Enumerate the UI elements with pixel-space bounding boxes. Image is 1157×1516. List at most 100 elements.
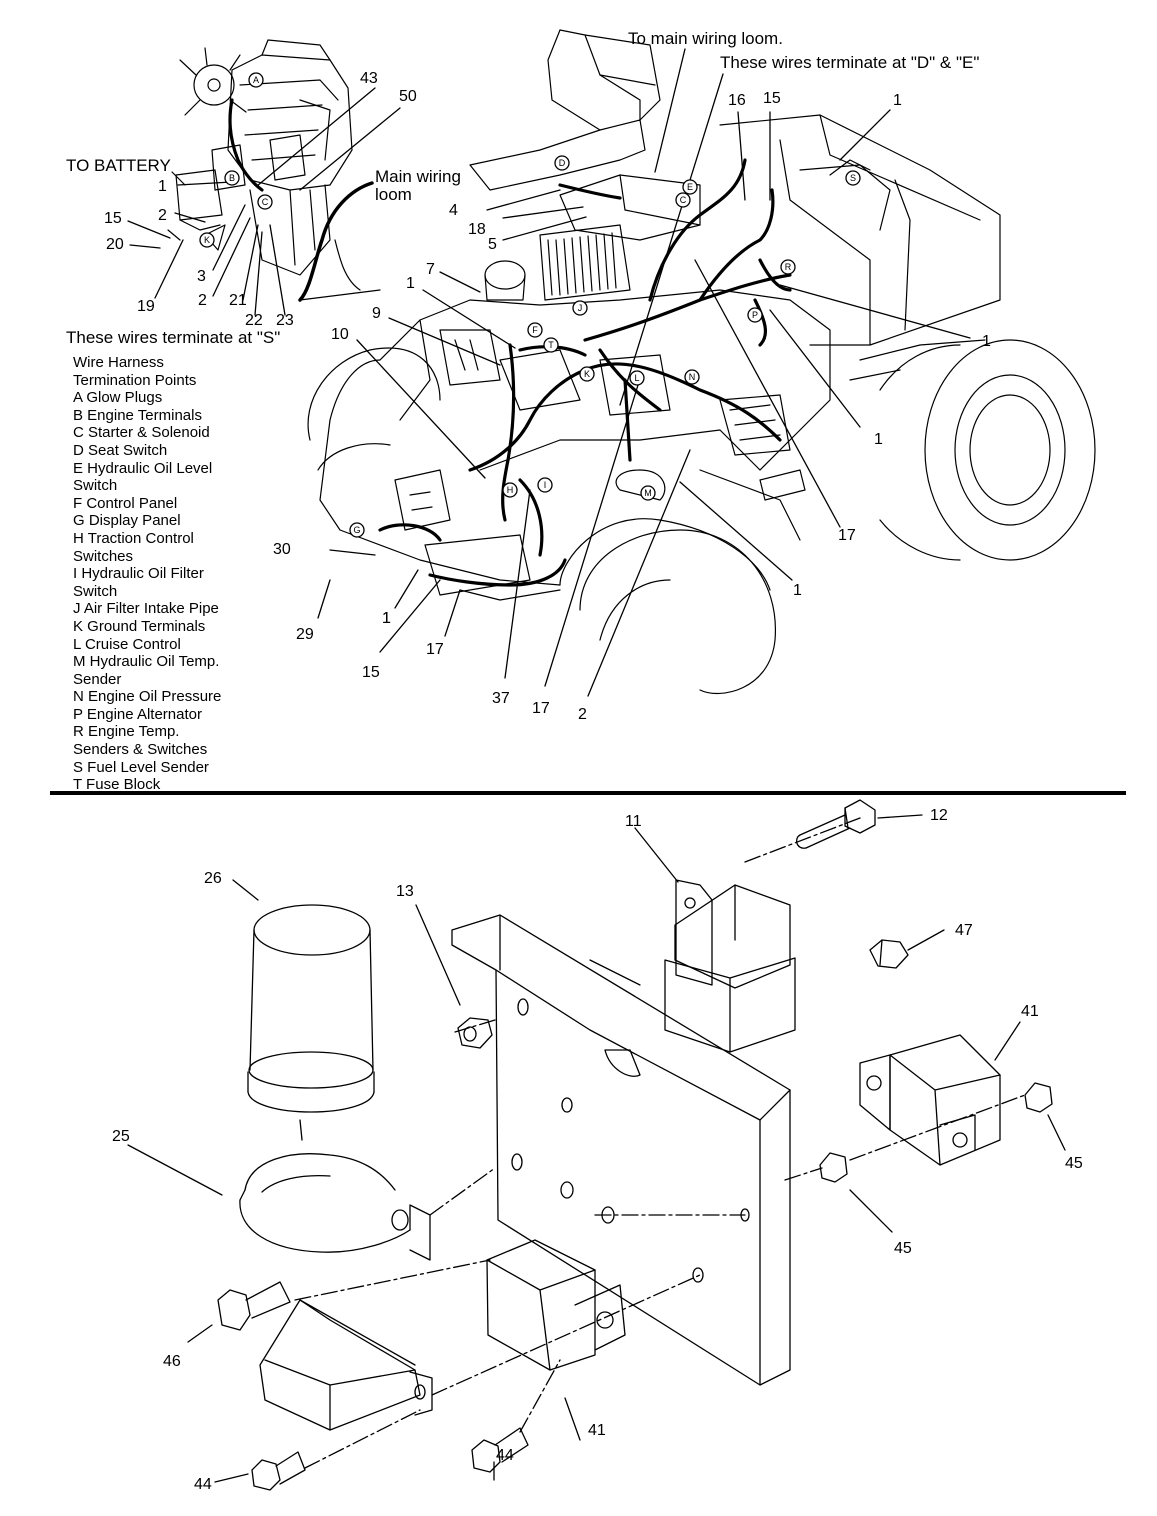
part-number: 11 xyxy=(625,813,642,830)
terminal-letter: G xyxy=(353,525,360,535)
legend-line: Switch xyxy=(73,582,118,600)
engine-illustration xyxy=(167,39,381,302)
legend-line: Wire Harness xyxy=(73,354,164,371)
termination-legend: Wire Harness Termination Points A Glow P… xyxy=(73,354,221,794)
callout-to-battery: TO BATTERY xyxy=(66,156,171,175)
terminal-marker: N xyxy=(684,369,700,385)
part-number: 22 xyxy=(245,312,263,329)
terminal-marker: D xyxy=(554,155,570,171)
part-number: 26 xyxy=(204,870,222,887)
part-number: 46 xyxy=(163,1353,181,1370)
part-number: 37 xyxy=(492,690,510,707)
part-number: 17 xyxy=(532,700,550,717)
terminal-marker: A xyxy=(248,72,264,88)
part-number: 1 xyxy=(382,610,391,627)
terminal-letter: A xyxy=(253,75,259,85)
legend-line: C Starter & Solenoid xyxy=(73,424,210,442)
wire-harness xyxy=(228,98,792,587)
legend-line: K Ground Terminals xyxy=(73,617,206,635)
terminal-letter: S xyxy=(850,173,856,183)
part-number: 10 xyxy=(331,326,349,343)
vehicle-illustration xyxy=(307,29,1096,695)
part-number: 41 xyxy=(588,1422,606,1439)
part-number: 2 xyxy=(578,706,587,723)
part-number: 3 xyxy=(197,268,206,285)
terminal-letter: E xyxy=(687,182,693,192)
part-number: 17 xyxy=(426,641,444,658)
terminal-letter: K xyxy=(584,369,590,379)
terminal-marker: B xyxy=(224,170,240,186)
legend-line: Termination Points xyxy=(73,371,197,389)
terminal-marker: H xyxy=(502,482,518,498)
terminal-letter: R xyxy=(785,262,792,272)
terminal-letter: K xyxy=(204,235,210,245)
terminal-marker: S xyxy=(845,170,861,186)
legend-line: S Fuel Level Sender xyxy=(73,758,209,776)
legend-line: E Hydraulic Oil Level xyxy=(73,459,213,477)
part-number: 30 xyxy=(273,541,291,558)
part-number: 41 xyxy=(1021,1003,1039,1020)
part-number: 1 xyxy=(874,431,883,448)
legend-line: T Fuse Block xyxy=(73,776,161,794)
legend-line: A Glow Plugs xyxy=(73,389,163,407)
part-number: 16 xyxy=(728,92,746,109)
legend-line: G Display Panel xyxy=(73,512,181,530)
part-number: 5 xyxy=(488,236,497,253)
terminal-marker: C xyxy=(257,194,273,210)
terminal-letter: C xyxy=(680,195,687,205)
part-number: 47 xyxy=(955,922,973,939)
legend-line: N Engine Oil Pressure xyxy=(73,688,222,706)
terminal-marker: G xyxy=(349,522,365,538)
part-number: 1 xyxy=(382,610,391,627)
terminal-letter: I xyxy=(544,480,547,490)
terminal-marker: R xyxy=(780,259,796,275)
part-number: 2 xyxy=(198,292,207,309)
terminal-marker: M xyxy=(640,485,656,501)
legend-line: Switches xyxy=(73,547,134,565)
part-number: 15 xyxy=(362,664,380,681)
leader-lines-top xyxy=(127,48,971,697)
terminal-marker: T xyxy=(543,337,559,353)
terminal-marker: L xyxy=(629,370,645,386)
part-number: 44 xyxy=(194,1476,212,1493)
terminal-letter: P xyxy=(752,310,758,320)
part-number: 17 xyxy=(838,527,856,544)
part-number: 13 xyxy=(396,883,414,900)
terminal-letter: C xyxy=(262,197,269,207)
terminal-marker: K xyxy=(199,232,215,248)
legend-line: F Control Panel xyxy=(73,494,178,512)
legend-line: R Engine Temp. xyxy=(73,723,180,741)
part-number: 23 xyxy=(276,312,294,329)
terminal-marker: F xyxy=(527,322,543,338)
terminal-marker: P xyxy=(747,307,763,323)
part-number: 1 xyxy=(158,178,167,195)
legend-line: Senders & Switches xyxy=(73,741,208,759)
part-number: 15 xyxy=(763,90,781,107)
terminal-letter: T xyxy=(548,340,554,350)
part-number: 20 xyxy=(106,236,124,253)
terminal-letter: D xyxy=(559,158,566,168)
callout-terminate-de: These wires terminate at "D" & "E" xyxy=(720,53,980,72)
terminal-marker: K xyxy=(579,366,595,382)
terminal-letter: M xyxy=(644,488,652,498)
part-number: 43 xyxy=(360,70,378,87)
part-number: 1 xyxy=(982,333,991,350)
part-number: 4 xyxy=(449,202,458,219)
legend-line: B Engine Terminals xyxy=(73,406,202,424)
part-number: 21 xyxy=(229,292,247,309)
callout-main-loom-1: Main wiring xyxy=(375,167,461,186)
part-number: 7 xyxy=(426,261,435,278)
exploded-assembly xyxy=(127,799,1066,1491)
terminal-letter: H xyxy=(507,485,514,495)
legend-line: P Engine Alternator xyxy=(73,705,202,723)
callout-to-main-loom: To main wiring loom. xyxy=(628,29,783,48)
terminal-letter: B xyxy=(229,173,235,183)
terminal-letter: N xyxy=(689,372,696,382)
part-number: 45 xyxy=(1065,1155,1083,1172)
legend-line: Sender xyxy=(73,670,122,688)
part-number: 44 xyxy=(496,1447,514,1464)
terminal-marker: E xyxy=(682,179,698,195)
terminal-letter: F xyxy=(532,325,538,335)
